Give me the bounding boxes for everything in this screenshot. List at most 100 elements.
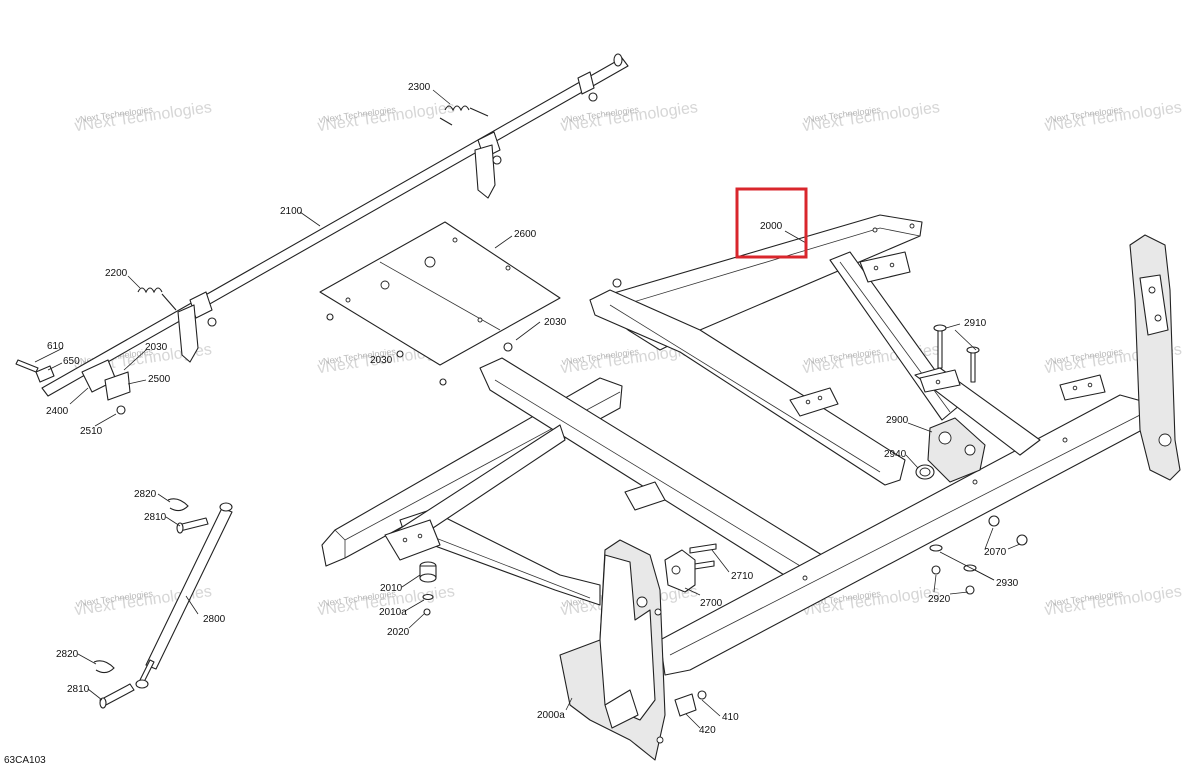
plate-hole bbox=[477, 317, 483, 323]
leader-line bbox=[984, 527, 994, 550]
callout-2100[interactable]: 2100 bbox=[280, 206, 303, 217]
rail-edge bbox=[669, 414, 1141, 656]
bolt-icon bbox=[689, 543, 717, 554]
latch-clip bbox=[674, 693, 697, 717]
leader-line bbox=[907, 422, 933, 433]
callout-2200[interactable]: 2200 bbox=[105, 268, 128, 279]
bracket-hole bbox=[938, 431, 952, 445]
gusset-plate bbox=[624, 481, 666, 511]
callout-2910[interactable]: 2910 bbox=[964, 318, 987, 329]
plate-hole bbox=[505, 265, 511, 271]
nut-icon bbox=[1016, 534, 1028, 546]
watermark-layer: vNext Technologies vNext Technologies vN… bbox=[73, 99, 1182, 619]
nut-icon bbox=[931, 565, 941, 575]
callout-2700[interactable]: 2700 bbox=[700, 598, 723, 609]
leader-line bbox=[77, 653, 97, 665]
gusset-hole bbox=[935, 379, 941, 385]
bushing-bore bbox=[919, 467, 931, 477]
callout-2400[interactable]: 2400 bbox=[46, 406, 69, 417]
callout-2810[interactable]: 2810 bbox=[144, 512, 167, 523]
callout-410[interactable]: 410 bbox=[722, 712, 739, 723]
nut-icon bbox=[116, 405, 126, 415]
callout-2010[interactable]: 2010 bbox=[380, 583, 403, 594]
callout-2920[interactable]: 2920 bbox=[928, 594, 951, 605]
nut-icon bbox=[423, 608, 431, 616]
callout-2070[interactable]: 2070 bbox=[984, 547, 1007, 558]
callout-2820[interactable]: 2820 bbox=[134, 489, 157, 500]
gusset-hole bbox=[1072, 385, 1078, 391]
floor-plate bbox=[319, 221, 561, 366]
leader-line bbox=[185, 595, 199, 615]
callout-2020[interactable]: 2020 bbox=[387, 627, 410, 638]
callout-2710[interactable]: 2710 bbox=[731, 571, 754, 582]
nut-icon bbox=[988, 515, 1000, 527]
leader-line bbox=[974, 569, 995, 581]
clip-2820 bbox=[93, 660, 115, 674]
callout-610[interactable]: 610 bbox=[47, 341, 64, 352]
callout-2030[interactable]: 2030 bbox=[145, 342, 168, 353]
callout-2820[interactable]: 2820 bbox=[56, 649, 79, 660]
gusset-plate bbox=[1059, 374, 1106, 401]
bracket-hole bbox=[964, 444, 976, 456]
callout-2930[interactable]: 2930 bbox=[996, 578, 1019, 589]
callout-2300[interactable]: 2300 bbox=[408, 82, 431, 93]
callout-2030[interactable]: 2030 bbox=[370, 355, 393, 366]
bracket-hole bbox=[656, 736, 664, 744]
bolt-head bbox=[966, 346, 980, 354]
callout-2030[interactable]: 2030 bbox=[544, 317, 567, 328]
nut-icon bbox=[326, 313, 334, 321]
rail-hole bbox=[972, 479, 978, 485]
callout-2900[interactable]: 2900 bbox=[886, 415, 909, 426]
fasteners bbox=[15, 92, 1028, 616]
knob-icon bbox=[697, 690, 707, 700]
gusset-hole bbox=[402, 537, 408, 543]
callout-2500[interactable]: 2500 bbox=[148, 374, 171, 385]
callout-2010a[interactable]: 2010a bbox=[379, 607, 407, 618]
callout-650[interactable]: 650 bbox=[63, 356, 80, 367]
hinge-bracket-2900 bbox=[915, 417, 986, 483]
callout-2000[interactable]: 2000 bbox=[760, 221, 783, 232]
gusset-plate bbox=[789, 387, 839, 417]
leader-line bbox=[954, 329, 977, 351]
callout-2940[interactable]: 2940 bbox=[884, 449, 907, 460]
strut-cylinder bbox=[145, 507, 233, 670]
callout-420[interactable]: 420 bbox=[699, 725, 716, 736]
bumper-bottom bbox=[419, 573, 437, 583]
gas-strut-2800 bbox=[93, 498, 233, 709]
callout-2800[interactable]: 2800 bbox=[203, 614, 226, 625]
leader-line bbox=[905, 454, 919, 469]
pivot-shaft-assembly bbox=[41, 53, 629, 401]
shaft-collar bbox=[577, 71, 595, 95]
callout-2810[interactable]: 2810 bbox=[67, 684, 90, 695]
callout-2510[interactable]: 2510 bbox=[80, 426, 103, 437]
rear-bracket-assembly bbox=[559, 539, 666, 761]
bolt-head bbox=[933, 324, 947, 332]
torsion-spring-2300 bbox=[439, 105, 489, 126]
rail-hole bbox=[802, 575, 808, 581]
leader-lines bbox=[34, 89, 1021, 729]
leader-line bbox=[47, 362, 63, 371]
leader-line bbox=[408, 613, 425, 629]
leader-line bbox=[69, 387, 89, 405]
leader-line bbox=[1007, 543, 1021, 550]
nut-icon bbox=[492, 155, 502, 165]
callout-2000a[interactable]: 2000a bbox=[537, 710, 565, 721]
bracket-2700 bbox=[664, 549, 696, 593]
tube-edge bbox=[409, 527, 591, 599]
leader-line bbox=[157, 493, 171, 503]
leader-line bbox=[401, 574, 421, 588]
leader-line bbox=[711, 549, 730, 573]
nut-icon bbox=[965, 585, 975, 595]
diagram-code: 63CA103 bbox=[4, 755, 46, 766]
rail-edge bbox=[599, 227, 921, 313]
callout-2600[interactable]: 2600 bbox=[514, 229, 537, 240]
latch-hole bbox=[1148, 286, 1156, 294]
bumper-2010 bbox=[419, 561, 437, 583]
leader-line bbox=[87, 688, 103, 701]
spring-leg bbox=[469, 107, 489, 117]
strut-end bbox=[135, 679, 149, 689]
member-edge bbox=[494, 379, 816, 576]
pin-head bbox=[99, 697, 107, 709]
bracket-hole bbox=[654, 608, 662, 616]
bracket-hole bbox=[671, 565, 681, 575]
